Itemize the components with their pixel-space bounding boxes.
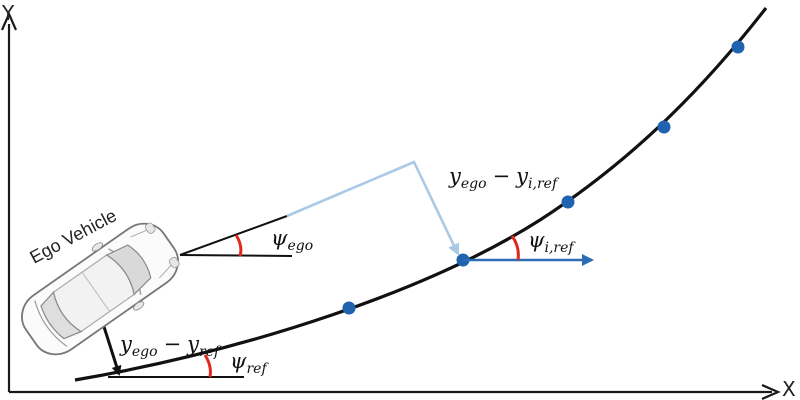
- psi-ref-label: ψref: [230, 349, 269, 377]
- x-axis-arrowhead: [761, 383, 781, 400]
- psi-i-ref-label: ψi,ref: [528, 228, 576, 256]
- reference-path: [74, 7, 768, 382]
- ego-horizontal-line: [179, 254, 293, 257]
- waypoint: [561, 195, 575, 209]
- ego-heading-line: [179, 215, 288, 256]
- waypoints: [342, 40, 745, 315]
- waypoint: [731, 40, 745, 54]
- waypoint: [657, 120, 671, 134]
- y-axis-arrowhead: [0, 11, 18, 31]
- psi-ego-label: ψego: [271, 226, 313, 254]
- psi-i-ref-angle-arc: [510, 235, 520, 261]
- waypoint: [342, 301, 356, 315]
- lateral-offset-ref-label: yego−yref: [119, 332, 222, 360]
- y-axis-label: Y: [1, 1, 15, 25]
- psi-ego-angle-arc: [234, 234, 243, 257]
- lateral-offset-i-label: yego−yi,ref: [448, 164, 560, 192]
- car-topview-icon: [21, 222, 180, 356]
- x-axis-label: X: [782, 377, 796, 400]
- psi-ref-angle-arc: [203, 354, 212, 378]
- projection-line: [286, 160, 460, 256]
